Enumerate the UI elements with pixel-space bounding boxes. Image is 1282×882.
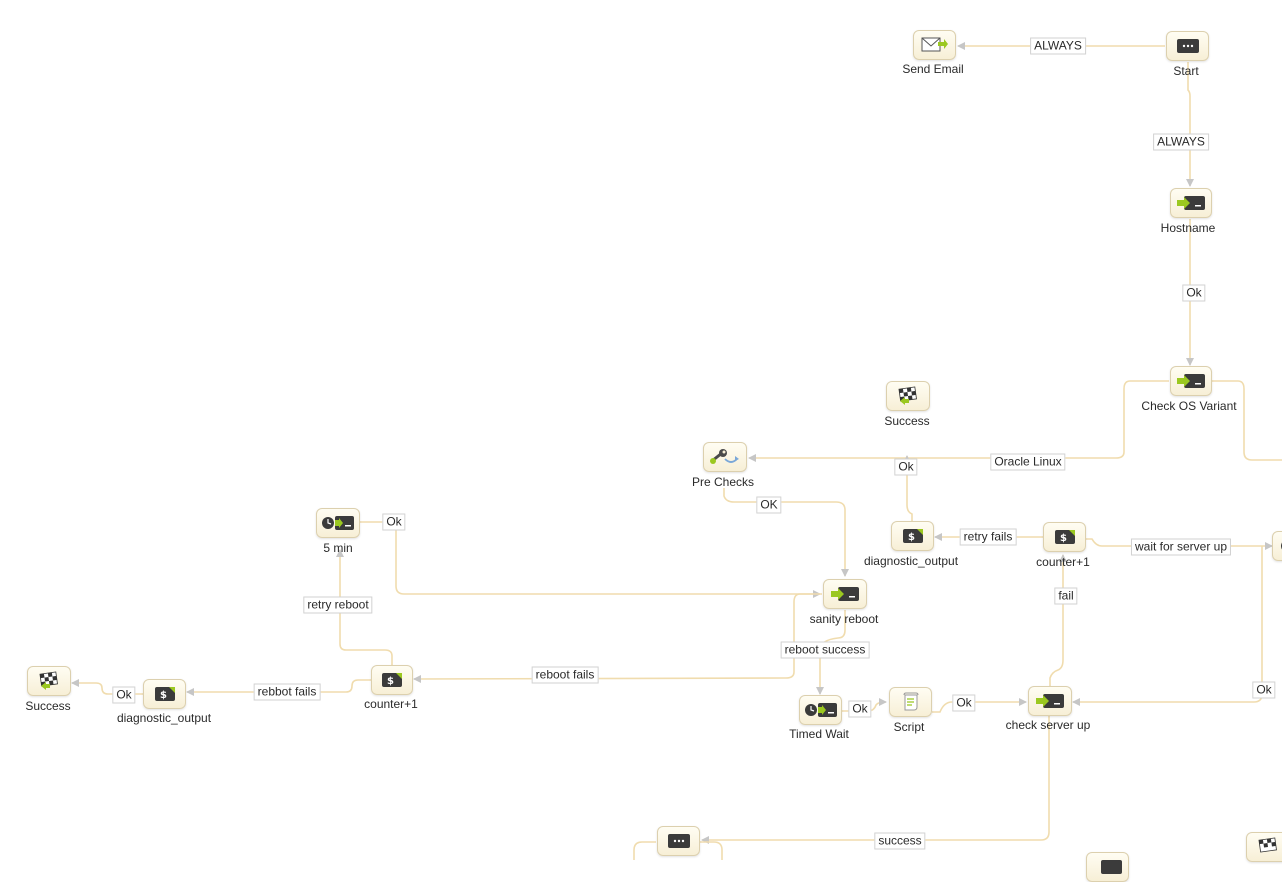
checkered-flag-icon	[898, 386, 917, 405]
clock-terminal-icon	[804, 703, 837, 717]
edge-label-hostname-ok[interactable]: Ok	[1182, 284, 1206, 302]
edge-label-right-ok[interactable]: Ok	[1252, 681, 1276, 699]
bottom-terminal-node-partial[interactable]	[1086, 852, 1129, 882]
wait-node-partial[interactable]	[1272, 531, 1282, 561]
edge-pre-checks-to-sanity[interactable]	[723, 488, 849, 577]
edge-label-prechecks-ok[interactable]: OK	[756, 496, 782, 514]
pre-checks-node[interactable]	[703, 442, 747, 472]
edge-counter-left-to-five-min[interactable]	[336, 549, 393, 665]
dollar-terminal-icon: $	[154, 687, 175, 701]
timed-wait-label: Timed Wait	[789, 727, 849, 741]
script-scroll-icon	[903, 692, 918, 711]
start-label: Start	[1173, 64, 1199, 78]
edge-label-success-ok[interactable]: Ok	[894, 458, 918, 476]
start-node[interactable]	[1166, 31, 1209, 61]
edge-label-reboot-success[interactable]: reboot success	[780, 641, 870, 659]
edge-five-min-to-sanity[interactable]	[360, 521, 821, 598]
edge-label-oracle-linux[interactable]: Oracle Linux	[990, 453, 1066, 471]
five-min-node[interactable]	[316, 508, 360, 538]
send-email-label: Send Email	[902, 62, 964, 76]
send-email-node[interactable]	[913, 30, 956, 60]
pre-checks-label: Pre Checks	[691, 475, 755, 489]
checkered-flag-icon	[1258, 837, 1277, 853]
hostname-label: Hostname	[1160, 221, 1216, 235]
edge-check-up-to-bottom[interactable]	[701, 716, 1050, 844]
counter-left-node[interactable]: $	[371, 665, 413, 695]
script-label: Script	[893, 720, 925, 734]
svg-text:$: $	[908, 532, 915, 543]
edge-check-up-to-counter[interactable]	[1049, 554, 1067, 686]
envelope-arrow-icon	[921, 37, 948, 52]
diagnostic-output-mid-label: diagnostic_output	[863, 554, 959, 568]
ellipsis-icon	[667, 834, 690, 848]
edge-label-start-to-hostname[interactable]: ALWAYS	[1153, 133, 1209, 151]
edge-right-to-check-up[interactable]	[1072, 546, 1263, 706]
dollar-terminal-icon: $	[382, 673, 402, 687]
ellipsis-icon	[1176, 39, 1199, 53]
sanity-reboot-label: sanity reboot	[809, 612, 879, 626]
wrench-arrow-icon	[710, 449, 739, 464]
counter-left-label: counter+1	[364, 697, 418, 711]
terminal-arrow-icon	[1036, 694, 1064, 708]
clock-terminal-icon	[322, 516, 354, 530]
edge-start-to-hostname[interactable]	[1186, 62, 1194, 187]
check-os-variant-node[interactable]	[1170, 366, 1212, 396]
success-left-label: Success	[25, 699, 71, 713]
terminal-arrow-icon	[831, 587, 859, 601]
edge-script-to-check-up[interactable]	[932, 698, 1027, 713]
five-min-label: 5 min	[323, 541, 353, 555]
edge-label-five-min-ok[interactable]: Ok	[382, 513, 406, 531]
terminal-arrow-icon	[1177, 374, 1205, 388]
bottom-success-node-partial[interactable]	[1246, 832, 1282, 862]
dollar-terminal-icon: $	[1054, 530, 1075, 544]
dollar-terminal-icon: $	[902, 529, 923, 543]
edge-label-reboot-fails[interactable]: reboot fails	[531, 666, 599, 684]
check-server-up-label: check server up	[1005, 718, 1091, 732]
edge-bottom-right-leg	[700, 841, 723, 860]
edge-label-fail[interactable]: fail	[1054, 587, 1078, 605]
edge-bottom-left-leg	[633, 841, 656, 860]
edge-diag-to-success-top[interactable]	[903, 455, 913, 521]
edge-label-diag-left-ok[interactable]: Ok	[112, 686, 136, 704]
svg-text:$: $	[387, 676, 394, 687]
edge-check-os-to-pre-checks[interactable]	[748, 380, 1169, 462]
hostname-node[interactable]	[1170, 188, 1212, 218]
diagnostic-output-left-node[interactable]: $	[143, 679, 186, 709]
edge-label-success-bottom[interactable]: success	[874, 832, 926, 850]
success-top-node[interactable]	[886, 381, 930, 411]
diagnostic-output-left-label: diagnostic_output	[116, 711, 212, 725]
edge-diag-left-to-success-left[interactable]	[71, 679, 143, 695]
edge-sanity-to-counter-left[interactable]	[413, 593, 822, 683]
script-node[interactable]	[889, 687, 932, 717]
check-os-variant-label: Check OS Variant	[1141, 399, 1237, 413]
edge-label-start-to-email[interactable]: ALWAYS	[1030, 37, 1086, 55]
counter-mid-label: counter+1	[1036, 555, 1090, 569]
diagnostic-output-mid-node[interactable]: $	[891, 521, 934, 551]
svg-text:$: $	[1060, 533, 1067, 544]
counter-mid-node[interactable]: $	[1043, 522, 1086, 552]
success-top-label: Success	[884, 414, 930, 428]
edge-label-timed-wait-ok[interactable]: Ok	[848, 700, 872, 718]
success-left-node[interactable]	[27, 666, 71, 696]
edge-label-wait-for-server-up[interactable]: wait for server up	[1130, 538, 1232, 556]
sanity-reboot-node[interactable]	[823, 579, 867, 609]
timed-wait-node[interactable]	[799, 695, 842, 725]
svg-text:$: $	[160, 690, 167, 701]
terminal-arrow-icon	[1177, 196, 1205, 210]
edge-counter-to-wait[interactable]	[1086, 538, 1273, 550]
edge-label-script-ok[interactable]: Ok	[952, 694, 976, 712]
edge-label-retry-reboot[interactable]: retry reboot	[303, 596, 373, 614]
edge-label-retry-fails[interactable]: retry fails	[959, 528, 1017, 546]
check-server-up-node[interactable]	[1028, 686, 1072, 716]
checkered-flag-icon	[39, 671, 58, 690]
edge-check-os-to-right[interactable]	[1212, 380, 1282, 461]
edge-counter-left-to-diag-left[interactable]	[186, 679, 371, 696]
bottom-ellipsis-node[interactable]	[657, 826, 700, 856]
terminal-arrow-icon	[1100, 860, 1122, 874]
edge-label-rebbot-fails[interactable]: rebbot fails	[253, 683, 321, 701]
